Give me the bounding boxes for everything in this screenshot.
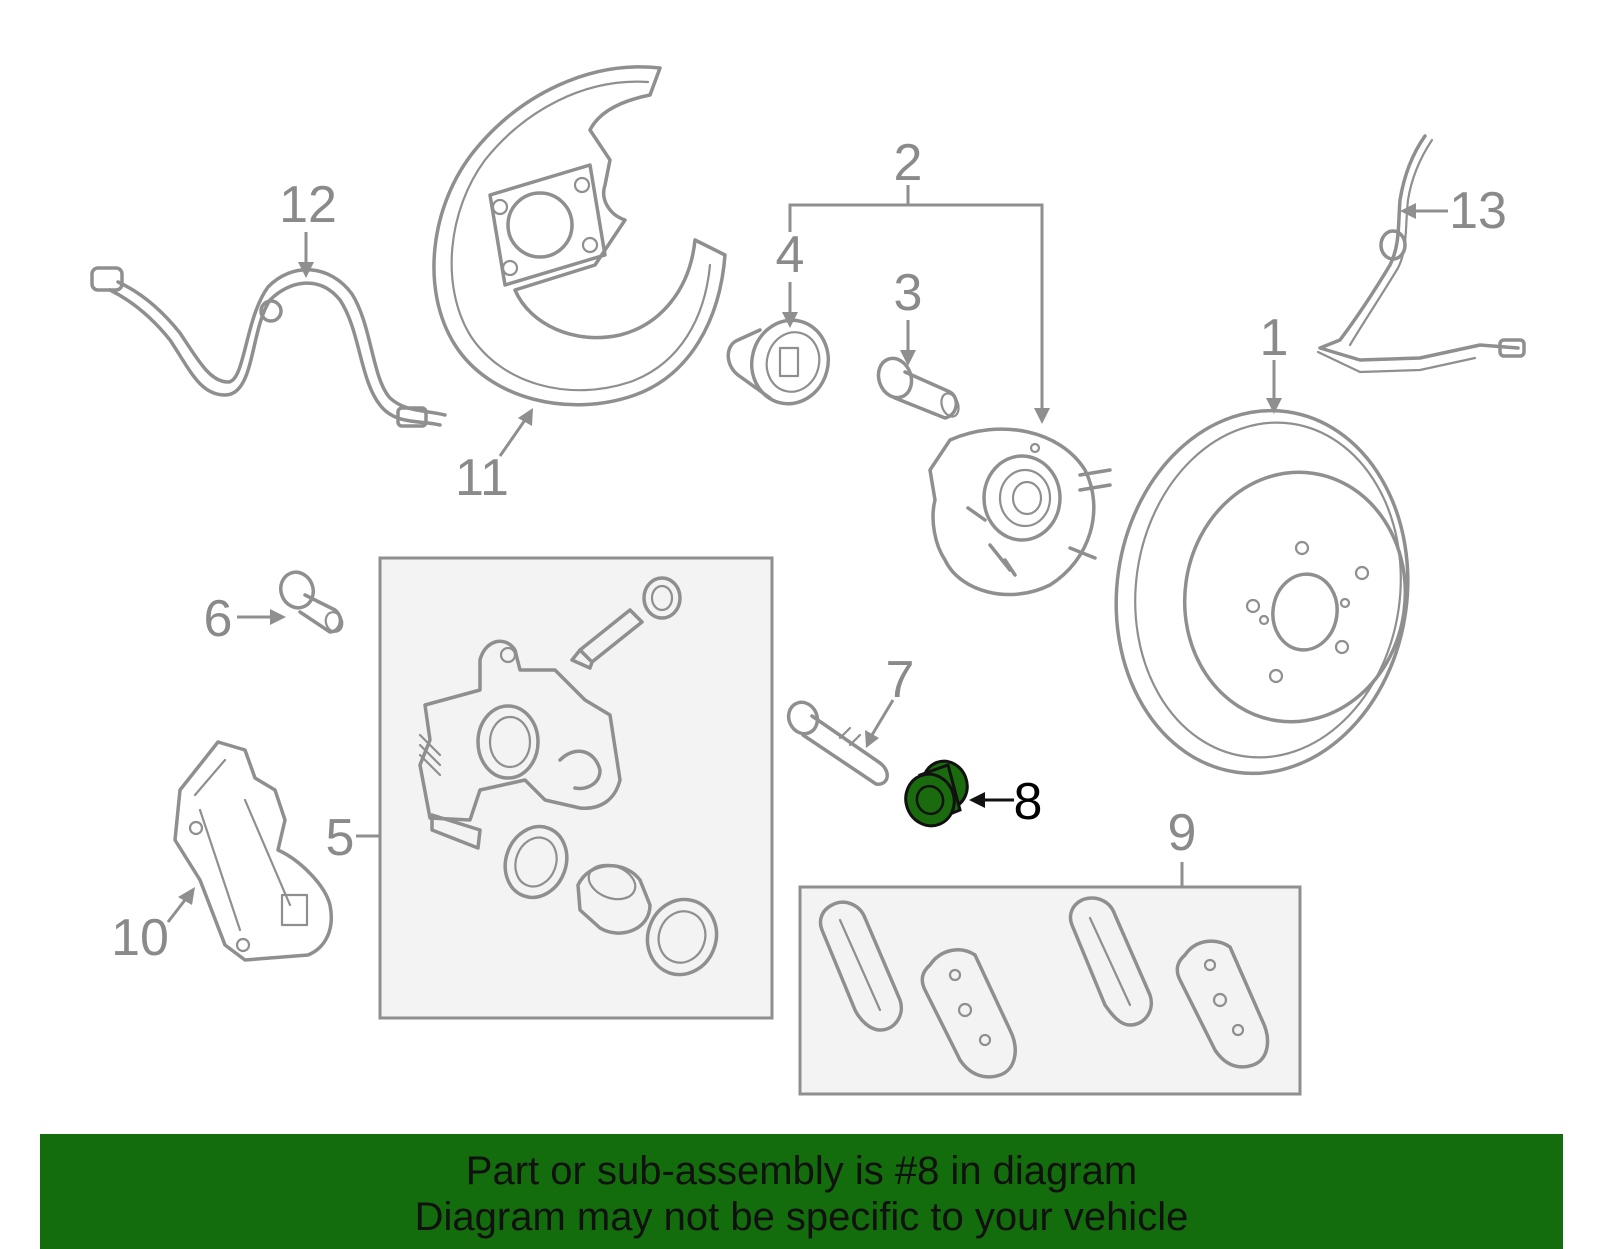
banner-line-1: Part or sub-assembly is #8 in diagram [465, 1149, 1138, 1193]
part-12-brake-hose[interactable] [90, 266, 447, 428]
callout-5: 5 [326, 809, 355, 867]
callout-labels: 1 2 3 4 5 6 7 8 9 10 11 12 13 [111, 134, 1507, 967]
part-4-bearing[interactable] [726, 312, 837, 413]
callout-1: 1 [1260, 309, 1289, 367]
callout-13: 13 [1449, 182, 1507, 240]
part-9-brake-pads[interactable] [798, 885, 1302, 1096]
part-7-guide-pin[interactable] [784, 698, 889, 786]
callout-12: 12 [279, 176, 337, 234]
callout-3: 3 [894, 264, 923, 322]
callout-11: 11 [455, 449, 509, 507]
part-10-caliper-bracket[interactable] [173, 740, 333, 962]
part-3-hub-bolt[interactable] [873, 354, 961, 420]
callout-6: 6 [204, 590, 233, 648]
callout-2: 2 [894, 134, 923, 192]
callout-10: 10 [111, 909, 169, 967]
part-6-bolt[interactable] [276, 568, 345, 635]
leader-lines [166, 185, 1448, 923]
part-5-caliper-assembly[interactable] [378, 556, 774, 1020]
part-11-backing-plate[interactable] [432, 65, 727, 407]
part-13-abs-sensor[interactable] [1316, 134, 1526, 374]
callout-7: 7 [886, 651, 915, 709]
part-2-hub-assembly[interactable] [928, 427, 1112, 597]
callout-8: 8 [1014, 773, 1043, 831]
part-8-guide-bushing[interactable] [899, 755, 974, 833]
callout-9: 9 [1168, 804, 1197, 862]
banner-line-2: Diagram may not be specific to your vehi… [414, 1195, 1189, 1239]
info-banner: Part or sub-assembly is #8 in diagram Di… [40, 1134, 1563, 1249]
part-1-brake-rotor[interactable] [1093, 392, 1431, 793]
callout-4: 4 [776, 226, 805, 284]
